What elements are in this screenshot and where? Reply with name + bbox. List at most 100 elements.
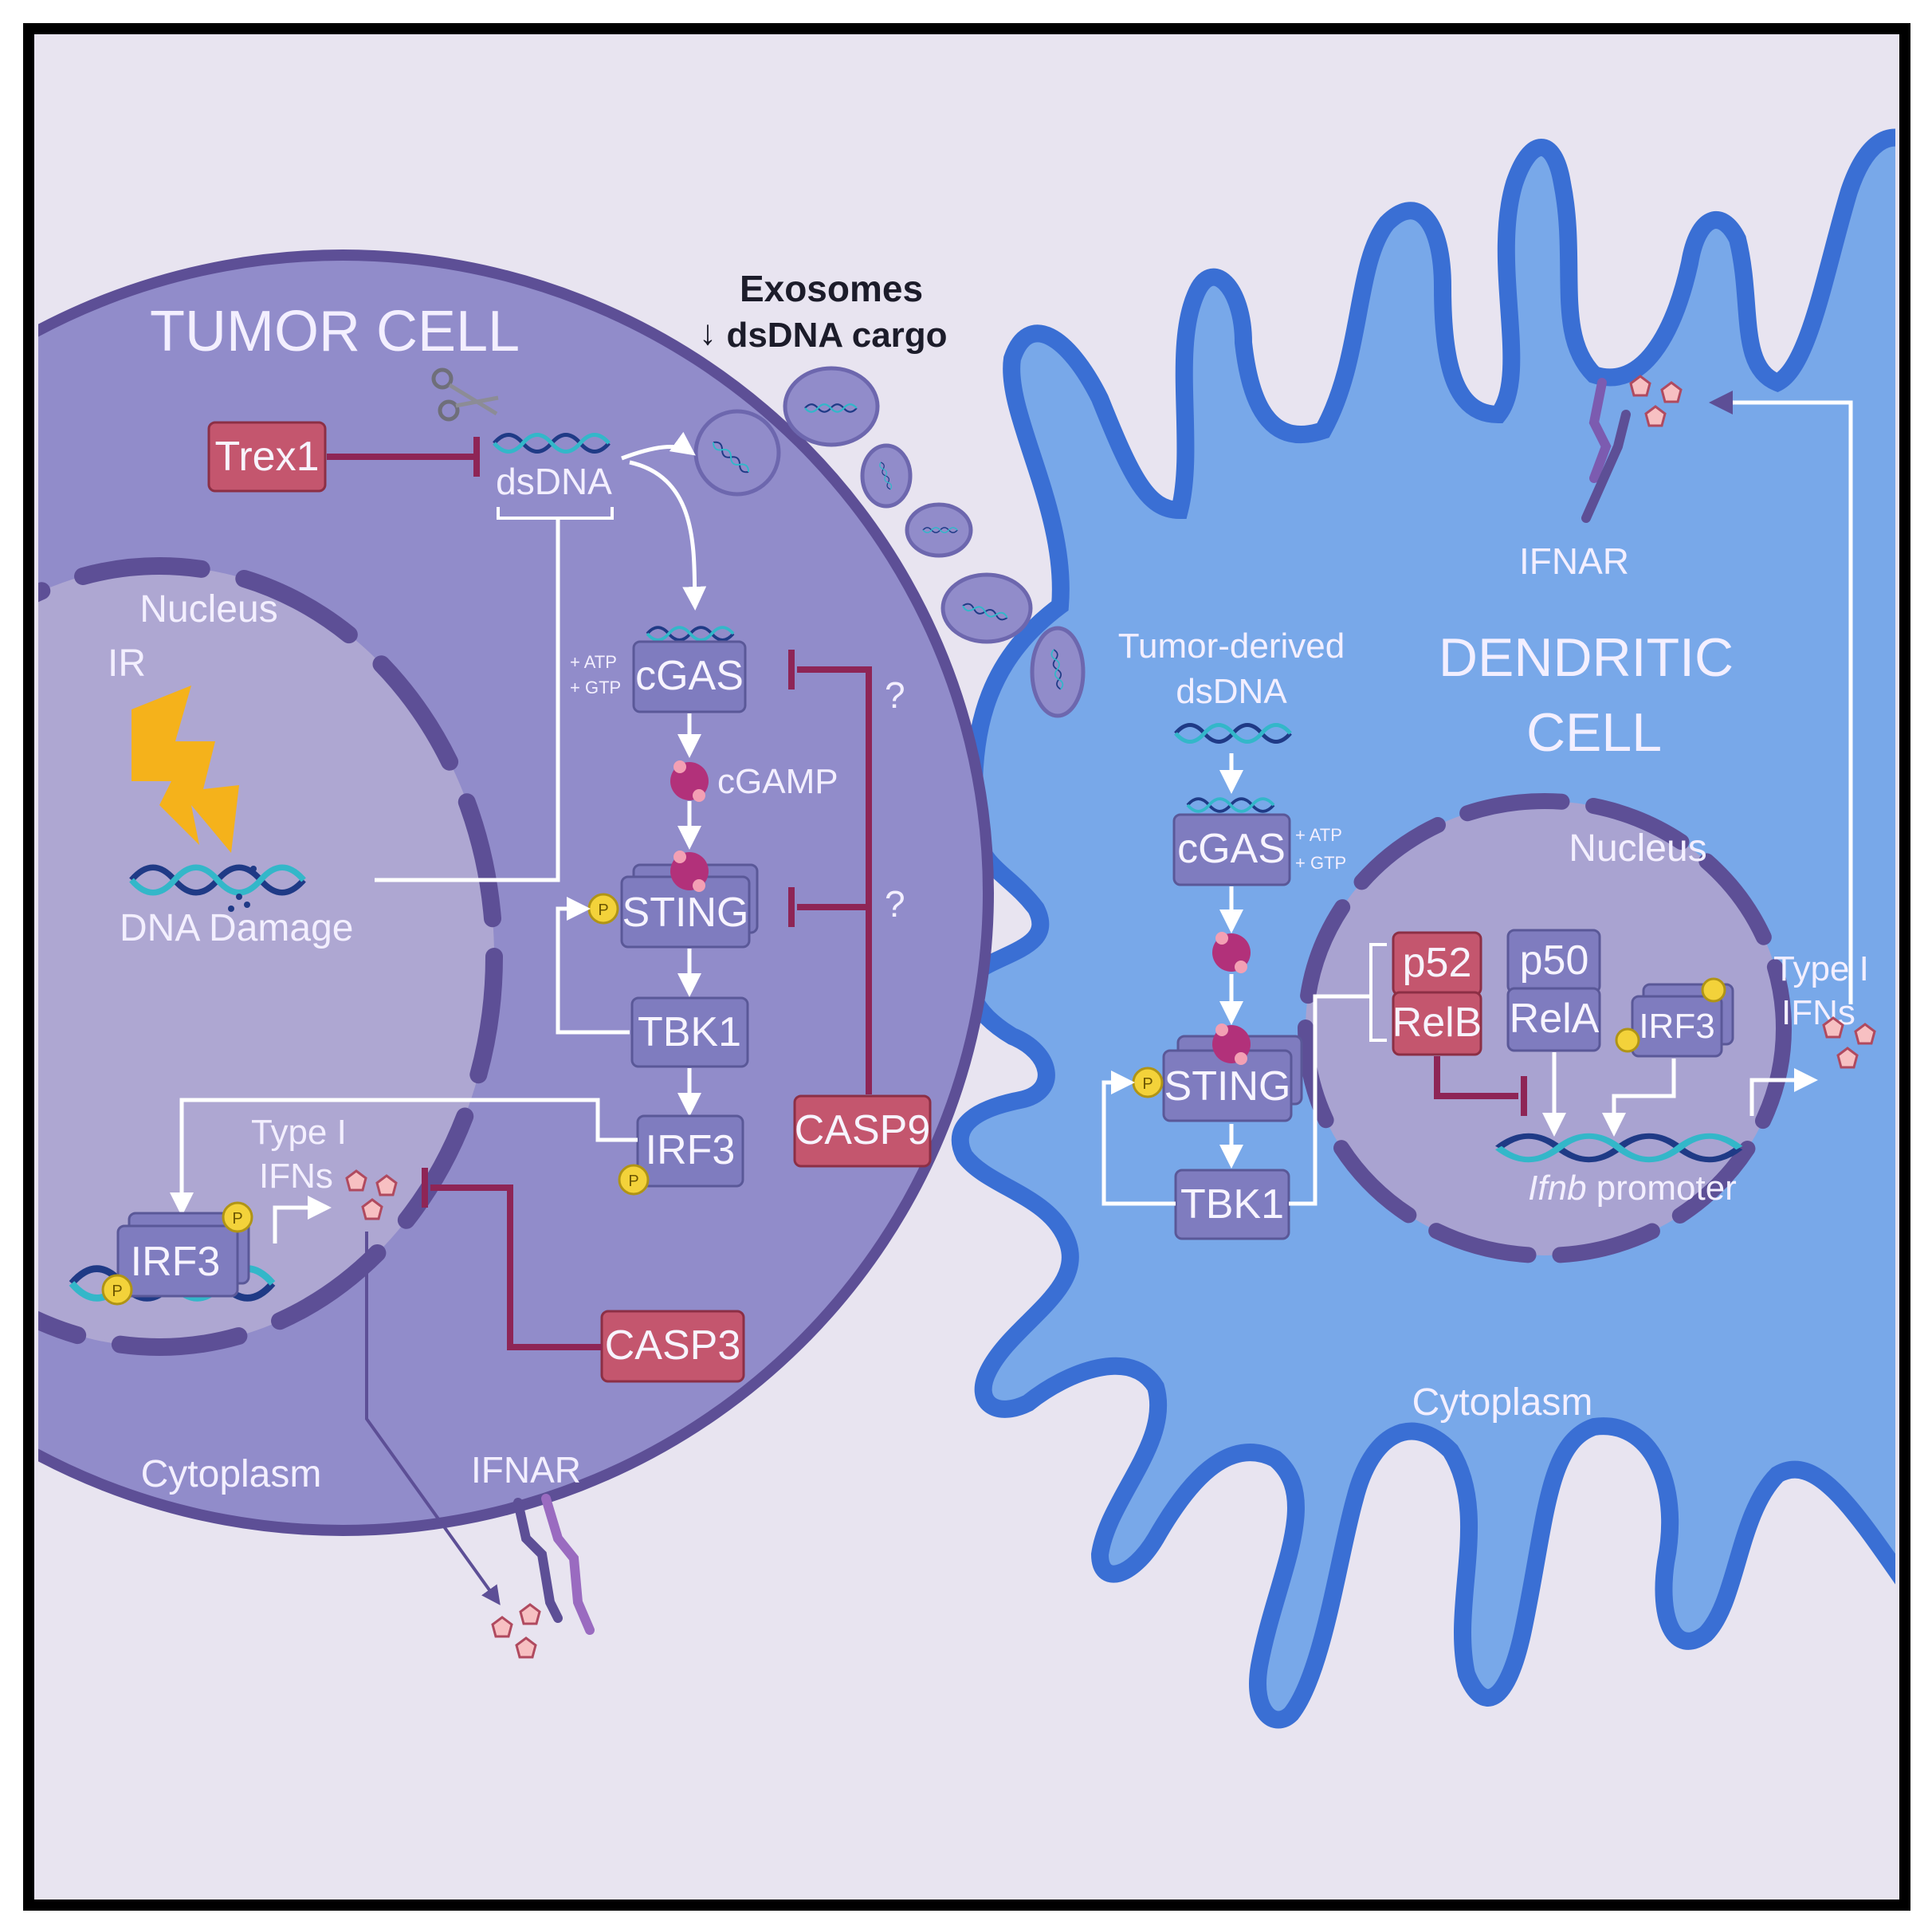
irf3-to-nucleus-arrow: [170, 1098, 638, 1216]
tumor-cell-title: TUMOR CELL: [150, 300, 520, 363]
relb-inhibition-line: [1434, 1056, 1518, 1099]
casp3-box: CASP3: [600, 1310, 745, 1383]
dc-tbk1-box: TBK1: [1174, 1169, 1290, 1240]
tumor-ifnar-receptor-icon: [513, 1494, 595, 1635]
casp3-inhibits-ifn-line: [430, 1185, 602, 1350]
dsdna-bracket: [497, 507, 614, 520]
transcription-arrow: [273, 1196, 332, 1243]
exosome-vesicles: [693, 366, 1086, 718]
p50-box: p50: [1506, 929, 1601, 994]
irf3-phospho-badge: P: [618, 1164, 650, 1196]
tumor-gtp-label: + GTP: [570, 678, 621, 697]
casp3-label: CASP3: [605, 1322, 741, 1369]
dc-transcription-arrow: [1749, 1068, 1818, 1116]
dc-gtp-label: + GTP: [1295, 853, 1346, 873]
p52-label: p52: [1403, 940, 1472, 986]
rela-box: RelA: [1506, 987, 1601, 1052]
tumor-nuclear-envelope: [38, 557, 503, 1356]
cgas-box: cGAS: [632, 640, 747, 713]
dc-cgas-box: cGAS: [1172, 813, 1291, 886]
dna-break-dots: [228, 866, 257, 912]
relb-label: RelB: [1392, 1000, 1482, 1046]
dc-promoter-label: Ifnb promoter: [1528, 1169, 1737, 1208]
tumor-ifns-label: IFNs: [259, 1157, 333, 1196]
dc-nuclear-envelope: [1298, 793, 1792, 1263]
trex1-label: Trex1: [215, 434, 320, 480]
nuclear-irf3-phospho-badge-2: P: [101, 1274, 133, 1306]
dc-sting-phospho-badge: P: [1132, 1067, 1164, 1098]
dc-cgamp-icon: [1212, 932, 1251, 973]
ifn-export-arrow: [365, 1232, 501, 1605]
p50-label: p50: [1520, 937, 1589, 984]
irf3-box: IRF3: [636, 1114, 744, 1188]
p52-box: p52: [1392, 931, 1482, 996]
exosomes-title: Exosomes: [740, 268, 923, 309]
dc-nucleus-label: Nucleus: [1569, 827, 1706, 870]
exosome: [693, 409, 781, 497]
dc-cgas-label: cGAS: [1177, 826, 1286, 872]
irf3-to-promoter-arrow: [1602, 1059, 1676, 1137]
casp9-sting-question: ?: [885, 883, 905, 925]
dc-sting-cgamp-icon: [1212, 1023, 1251, 1065]
exosome: [905, 502, 973, 558]
exosome: [1030, 626, 1086, 718]
trex1-box: Trex1: [207, 421, 327, 493]
dc-ifns-label: IFNs: [1781, 993, 1855, 1032]
phospho-text: P: [232, 1210, 242, 1228]
dc-sting-label: STING: [1164, 1063, 1291, 1110]
dc-ifnar-label: IFNAR: [1519, 540, 1629, 582]
casp9-cgas-question: ?: [885, 674, 905, 716]
tbk1-box: TBK1: [630, 996, 749, 1068]
tumor-cytoplasm-label: Cytoplasm: [141, 1453, 322, 1495]
rela-label: RelA: [1510, 996, 1600, 1042]
dc-tbk1-label: TBK1: [1180, 1181, 1284, 1228]
phospho-text: P: [1142, 1075, 1153, 1093]
dc-sting-box: STING: [1162, 1049, 1293, 1122]
dc-type-i-label: Type I: [1773, 949, 1869, 988]
dc-ifn-export-arrow: [1709, 391, 1853, 1004]
dc-title-line2: CELL: [1526, 702, 1662, 763]
tumor-nucleus-label: Nucleus: [139, 588, 277, 631]
lightning-icon: [132, 686, 239, 853]
dsdna-label: dsDNA: [496, 461, 612, 502]
cgamp-label: cGAMP: [717, 762, 838, 801]
sting-phospho-badge: P: [587, 893, 619, 925]
cgas-label: cGAS: [635, 653, 744, 699]
dc-tumor-derived-label: Tumor-derived: [1118, 627, 1345, 666]
sting-label: STING: [622, 890, 749, 936]
ir-label: IR: [108, 642, 146, 685]
dc-dsdna-label: dsDNA: [1176, 672, 1287, 711]
dc-atp-label: + ATP: [1295, 825, 1342, 845]
dc-tf-bracket: [1369, 943, 1387, 1042]
dc-irf3-box: IRF3: [1631, 995, 1723, 1058]
dna-damage-label: DNA Damage: [120, 907, 353, 949]
nuclear-irf3-phospho-badge-1: P: [222, 1201, 253, 1233]
irf3-label: IRF3: [646, 1127, 736, 1173]
nuclear-irf3-label: IRF3: [131, 1239, 221, 1285]
exosome: [940, 572, 1033, 644]
tumor-atp-label: + ATP: [570, 652, 617, 672]
dc-tbk1-phosphorylates-sting-arrow: [1101, 1071, 1176, 1206]
casp9-label: CASP9: [795, 1107, 931, 1153]
sting-phospho-text: P: [598, 902, 608, 919]
tbk1-phosphorylates-sting-arrow: [556, 897, 630, 1035]
tumor-ifnar-label: IFNAR: [471, 1449, 581, 1491]
dc-irf3-label: IRF3: [1639, 1007, 1714, 1046]
dc-title-line1: DENDRITIC: [1439, 627, 1734, 688]
exosomes-cargo-label: dsDNA cargo: [726, 316, 947, 355]
casp9-inhibits-cgas-line: [797, 666, 872, 1094]
relb-box: RelB: [1392, 991, 1482, 1056]
dc-irf3-phospho-badge-1: [1701, 977, 1726, 1003]
dc-cytoplasm-label: Cytoplasm: [1412, 1381, 1593, 1424]
cgamp-molecule-icon: [670, 760, 709, 802]
casp9-box: CASP9: [793, 1094, 932, 1168]
tbk1-label: TBK1: [638, 1009, 741, 1055]
sting-cgamp-icon: [670, 851, 709, 892]
exosomes-down-arrow: ↓: [699, 313, 717, 352]
dc-irf3-phospho-badge-2: [1615, 1027, 1640, 1053]
dc-ifnar-receptor-icon: [1581, 378, 1631, 523]
dna-damage-to-dsdna-line: [375, 518, 560, 882]
nuclear-irf3-box: IRF3: [116, 1224, 239, 1298]
irf3-phospho-text: P: [628, 1173, 638, 1190]
